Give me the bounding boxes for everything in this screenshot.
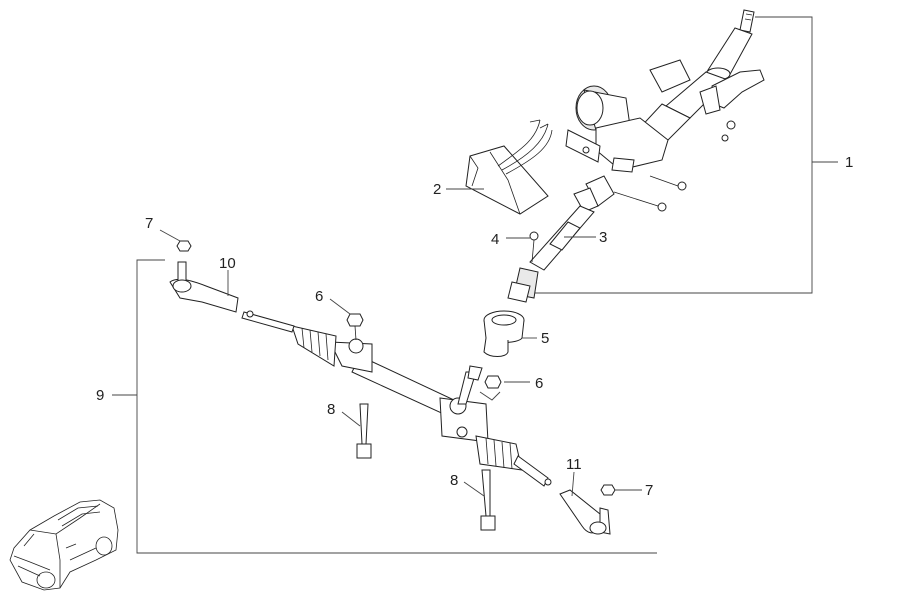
tie-rod-end-left xyxy=(169,261,239,313)
callout-7-right: 7 xyxy=(645,482,653,499)
callout-3: 3 xyxy=(599,229,607,246)
nut-7-right xyxy=(600,484,616,496)
steering-rack xyxy=(241,310,552,487)
callout-4: 4 xyxy=(491,231,499,248)
leader-lines xyxy=(159,188,642,497)
cover-part xyxy=(465,119,553,215)
callout-2: 2 xyxy=(433,181,441,198)
callout-7-left: 7 xyxy=(145,215,153,232)
bracket-1 xyxy=(532,16,838,294)
callout-9: 9 xyxy=(96,387,104,404)
bolt-4 xyxy=(529,231,539,263)
callout-6-left: 6 xyxy=(315,288,323,305)
callout-8-right: 8 xyxy=(450,472,458,489)
tie-rod-end-right xyxy=(559,489,611,535)
steering-column xyxy=(565,9,765,191)
bracket-9 xyxy=(112,259,657,554)
callout-1: 1 xyxy=(845,154,853,171)
nut-7-left xyxy=(176,240,192,252)
vehicle-thumbnail-icon xyxy=(9,499,119,591)
bolt-8-left xyxy=(356,403,372,459)
callout-10: 10 xyxy=(219,255,236,272)
nut-6-right xyxy=(479,375,502,401)
callout-6-right: 6 xyxy=(535,375,543,392)
bolt-8-right xyxy=(480,469,496,531)
intermediate-shaft xyxy=(507,175,667,303)
callout-11: 11 xyxy=(566,456,582,473)
callout-8-left: 8 xyxy=(327,401,335,418)
nut-6-left xyxy=(346,313,364,341)
callout-5: 5 xyxy=(541,330,549,347)
seal-boot xyxy=(483,310,525,357)
